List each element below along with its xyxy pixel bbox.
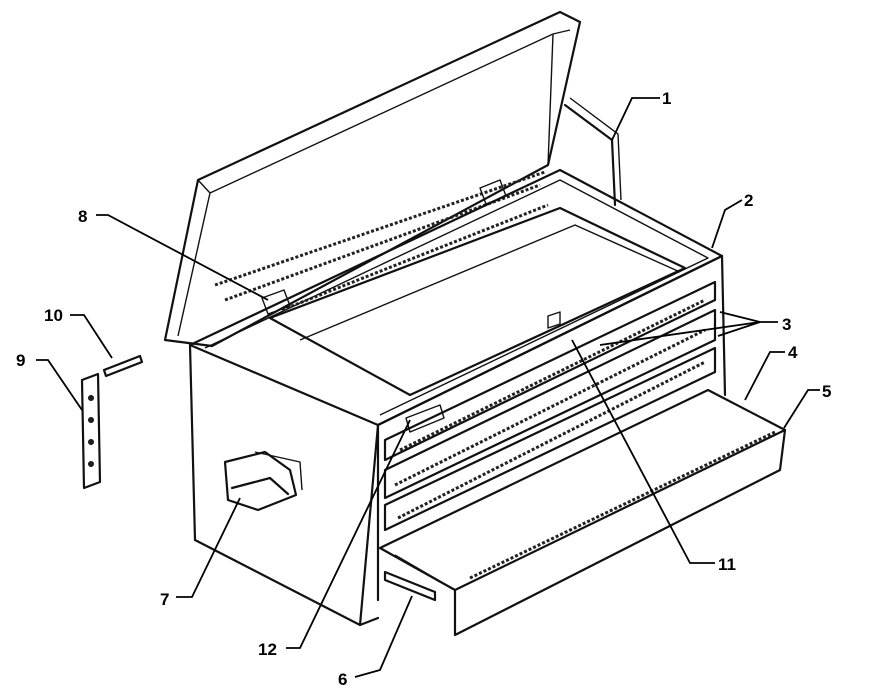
drawer-pull xyxy=(383,570,437,602)
hinge-bracket xyxy=(80,372,102,490)
chest-lid xyxy=(163,10,582,348)
label-7: 7 xyxy=(160,590,169,609)
drawer-2 xyxy=(383,308,717,500)
label-9: 9 xyxy=(16,351,25,370)
hinge-pin xyxy=(102,354,144,378)
side-handle xyxy=(223,450,298,512)
drawer-3 xyxy=(383,346,717,532)
part-labels: 1 2 3 4 5 6 7 8 9 10 11 12 xyxy=(16,89,831,689)
label-6: 6 xyxy=(338,670,347,689)
lid-stay xyxy=(563,97,622,207)
label-12: 12 xyxy=(258,640,277,659)
label-4: 4 xyxy=(788,343,798,362)
label-8: 8 xyxy=(78,207,87,226)
drawer-1 xyxy=(383,280,717,462)
leader-lines xyxy=(36,97,820,678)
label-11: 11 xyxy=(718,555,736,574)
label-1: 1 xyxy=(662,89,671,108)
label-3: 3 xyxy=(782,315,791,334)
label-5: 5 xyxy=(822,382,831,401)
label-10: 10 xyxy=(44,306,63,325)
label-2: 2 xyxy=(744,191,753,210)
chest-body xyxy=(188,168,787,637)
